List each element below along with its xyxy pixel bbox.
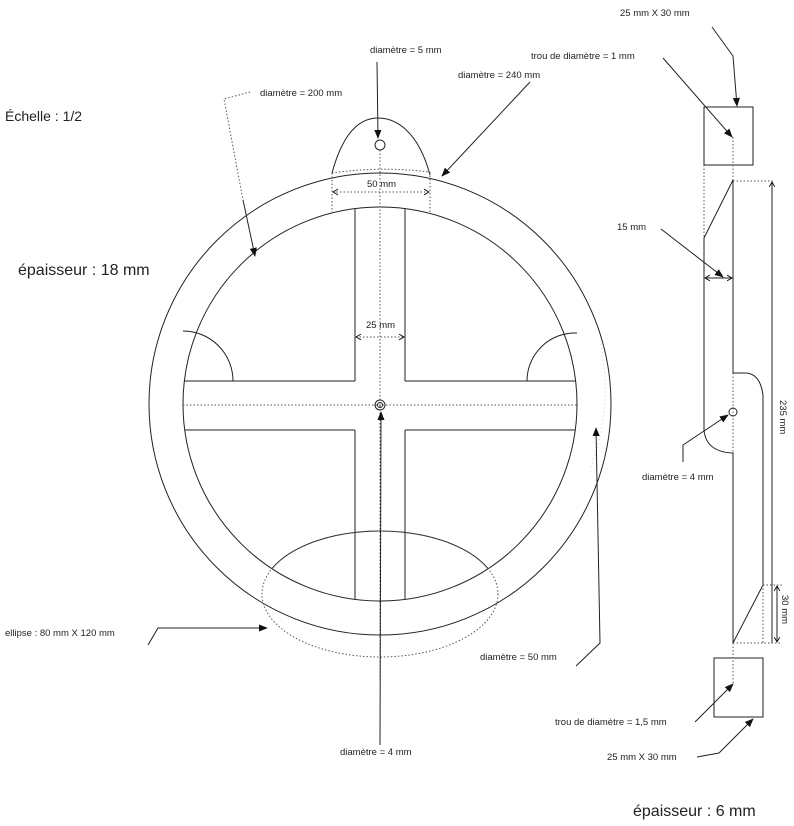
thickness-side-label: épaisseur : 6 mm xyxy=(633,803,756,820)
top-hole-label: trou de diamètre = 1 mm xyxy=(531,51,635,62)
inner-diameter-label: diamètre = 200 mm xyxy=(260,88,342,99)
hanging-tab xyxy=(331,117,431,176)
middle-hole xyxy=(728,407,738,417)
bottom-hole-label: trou de diamètre = 1,5 mm xyxy=(555,717,667,728)
scale-label: Échelle : 1/2 xyxy=(5,108,82,124)
length-label: 235 mm xyxy=(777,400,788,434)
middle-hole-label: diamètre = 4 mm xyxy=(642,472,714,483)
center-hole-label: diamètre = 4 mm xyxy=(340,747,412,758)
hole-top-label: diamètre = 5 mm xyxy=(370,45,442,56)
end-length-label: 30 mm xyxy=(779,595,790,624)
quarter-circle-label: diamètre = 50 mm xyxy=(480,652,557,663)
thickness-main-label: épaisseur : 18 mm xyxy=(18,262,150,279)
center-hole xyxy=(374,399,386,411)
bar-width-label: 25 mm xyxy=(366,320,395,331)
front-view: 50 mm 25 mm diamètre = 5 mm diamètre = 2… xyxy=(5,45,612,758)
side-profile xyxy=(703,179,764,644)
top-block xyxy=(703,106,754,166)
tab-width-label: 50 mm xyxy=(367,179,396,190)
quarter-circle-left xyxy=(182,330,234,382)
width-label: 15 mm xyxy=(617,222,646,233)
tab-hole xyxy=(374,139,386,151)
outer-diameter-label: diamètre = 240 mm xyxy=(458,70,540,81)
ellipse-label: ellipse : 80 mm X 120 mm xyxy=(5,628,115,639)
top-block-label: 25 mm X 30 mm xyxy=(620,8,690,19)
bottom-block-label: 25 mm X 30 mm xyxy=(607,752,677,763)
side-view: 25 mm X 30 mm trou de diamètre = 1 mm 15… xyxy=(531,8,790,763)
bottom-block xyxy=(713,657,764,718)
quarter-circle-right xyxy=(526,332,578,382)
